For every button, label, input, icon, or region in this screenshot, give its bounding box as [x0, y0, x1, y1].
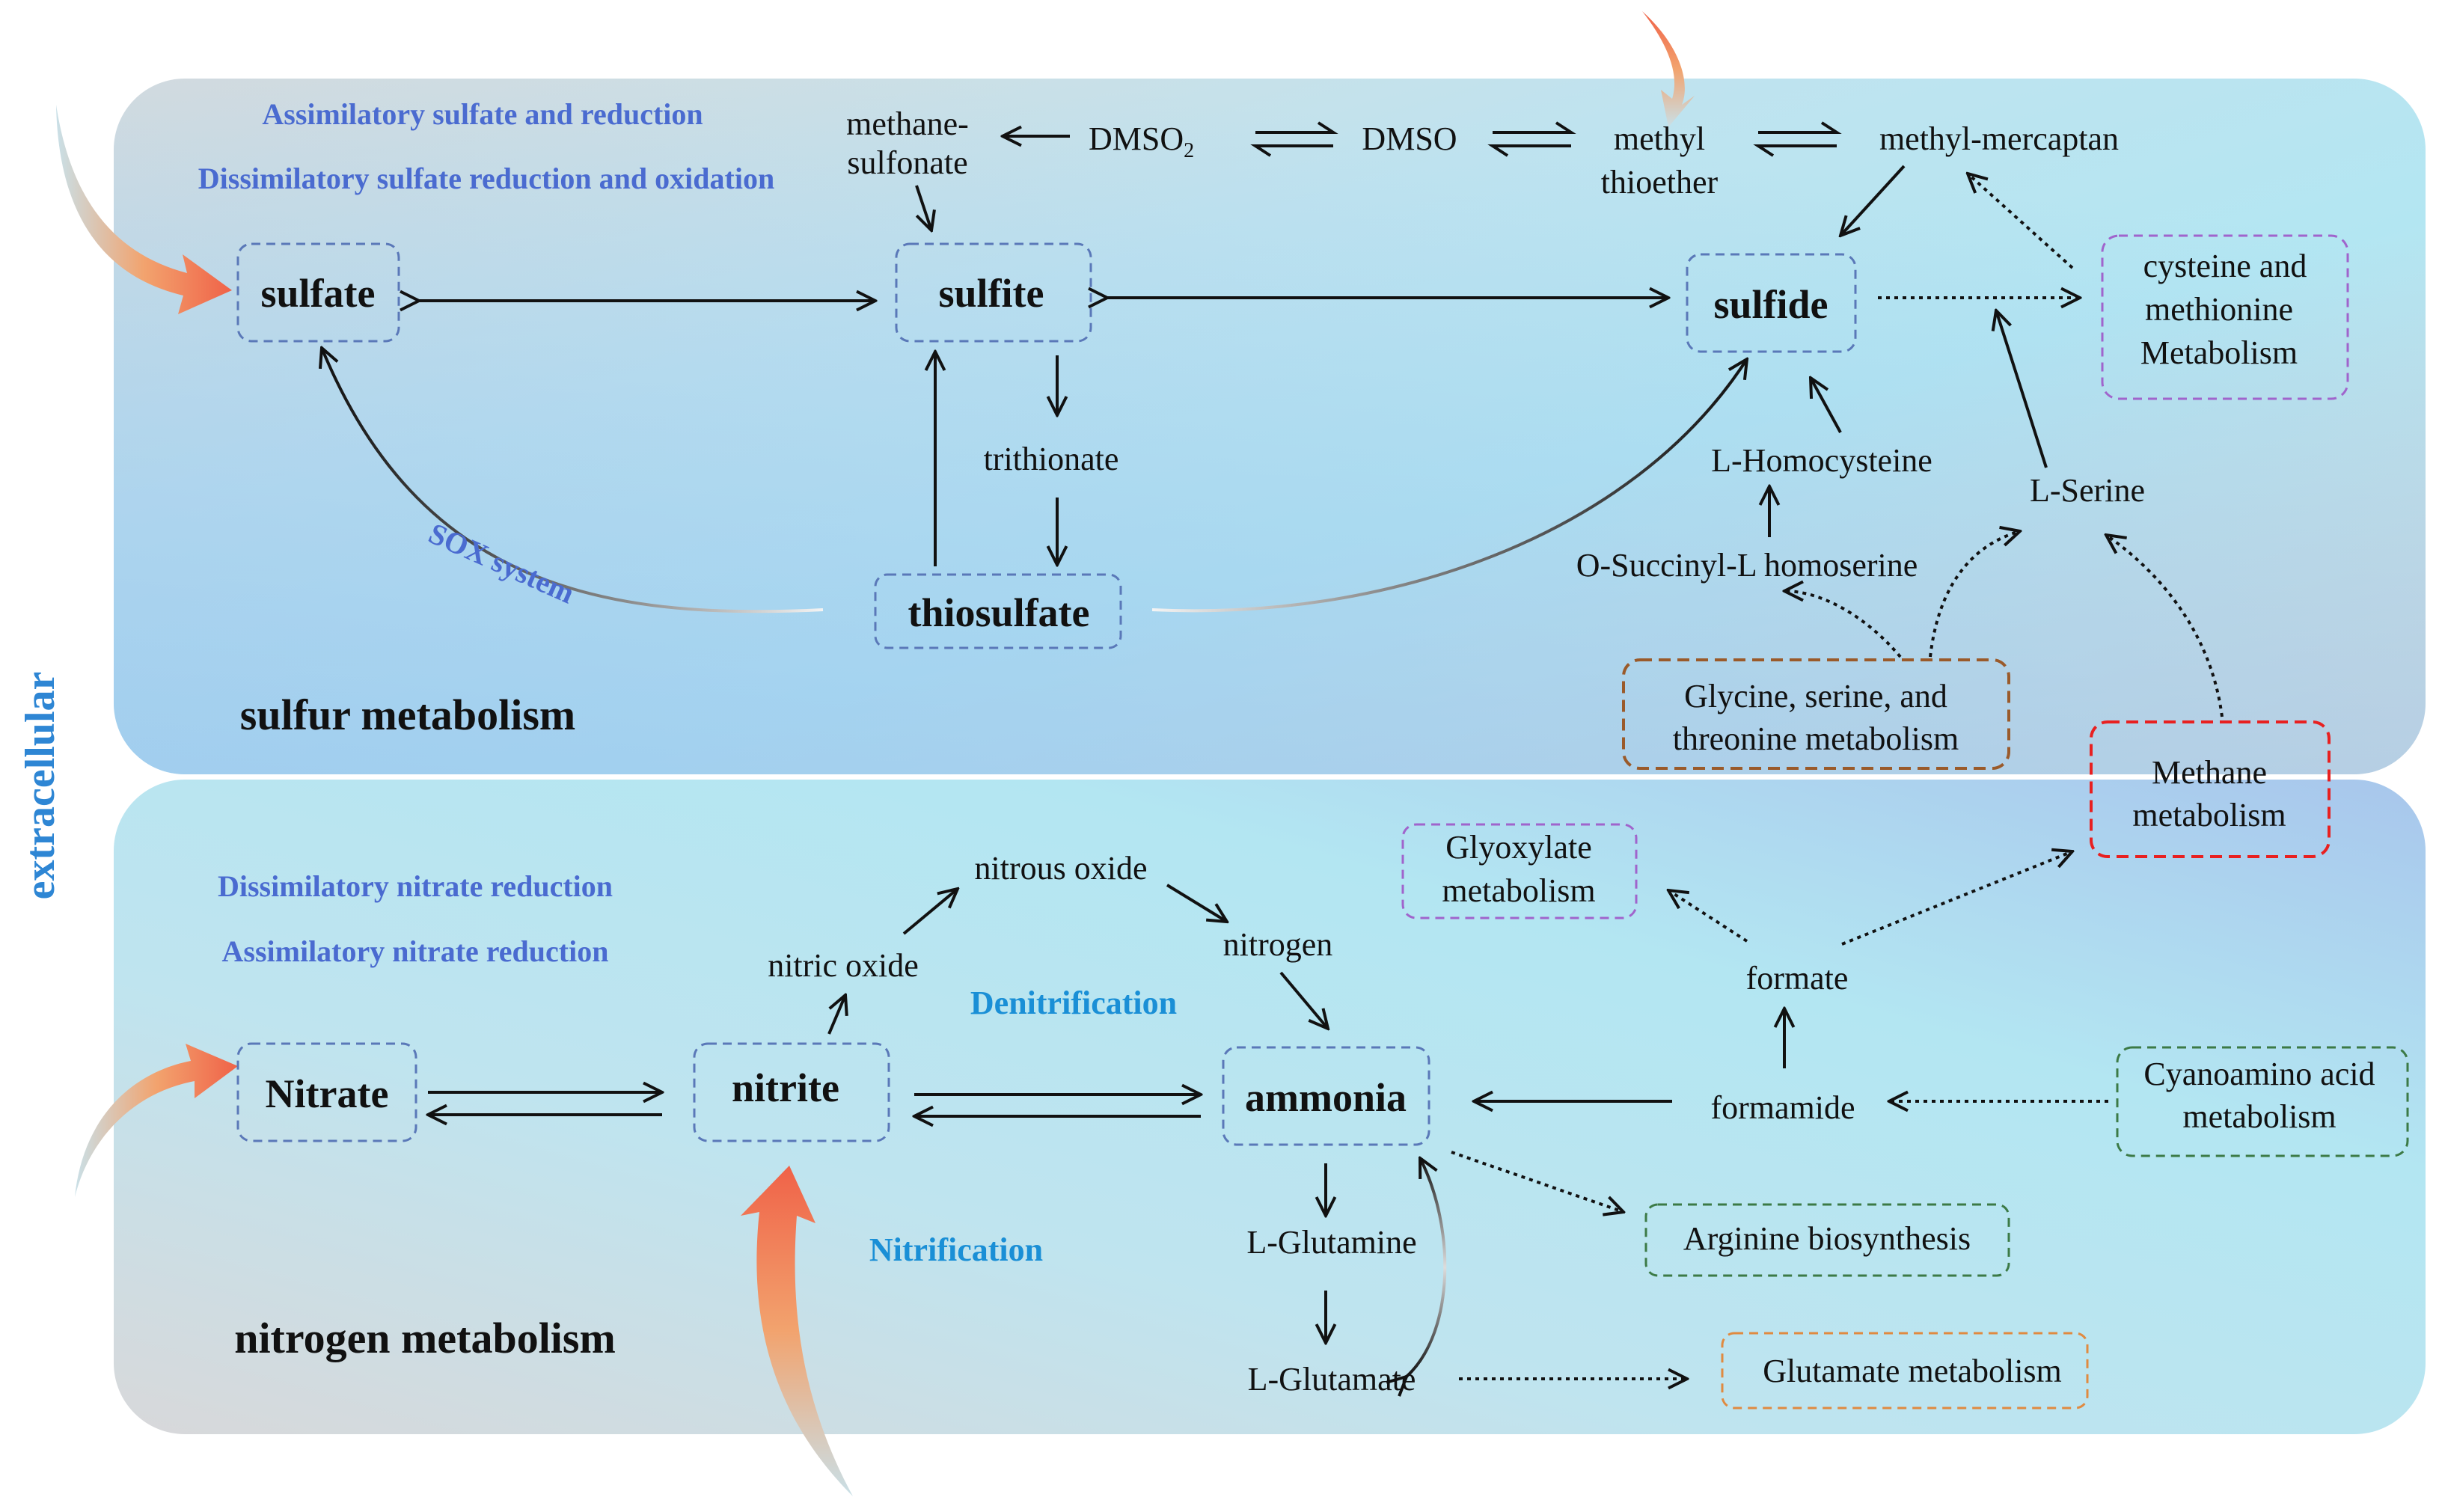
- sulfur-arrows: [419, 136, 2048, 566]
- nitrogen-section-title: nitrogen metabolism: [234, 1314, 616, 1362]
- denitrification-label: Denitrification: [970, 985, 1177, 1021]
- sulfur-panel: [114, 79, 2426, 774]
- thiosulfate-node: thiosulfate: [908, 590, 1090, 635]
- cysteine-methionine-line3: Metabolism: [2140, 334, 2298, 371]
- methane-metabolism-box: [2090, 720, 2331, 858]
- nitrification-label: Nitrification: [869, 1231, 1043, 1268]
- glycine-serine-threonine-box: [1622, 658, 2010, 770]
- cysteine-methionine-line2: methionine: [2145, 291, 2293, 328]
- dmso-node: DMSO: [1362, 120, 1457, 157]
- sulfate-box: [236, 242, 400, 343]
- methanesulfonate-node-line2: sulfonate: [847, 144, 967, 181]
- l-glutamate-node: L-Glutamate: [1248, 1361, 1416, 1398]
- methanesulfonate-node-line1: methane-: [846, 105, 969, 142]
- l-homocysteine-node: L-Homocysteine: [1711, 442, 1932, 479]
- formamide-node: formamide: [1710, 1089, 1855, 1126]
- nitrous-oxide-node: nitrous oxide: [975, 850, 1148, 887]
- cysteine-methionine-line1: cysteine and: [2143, 248, 2307, 284]
- arginine-biosynthesis-node: Arginine biosynthesis: [1683, 1220, 1971, 1257]
- nitrogen-panel: [114, 780, 2426, 1434]
- glutamate-metabolism-node: Glutamate metabolism: [1763, 1353, 2062, 1389]
- nitrite-box: [693, 1042, 890, 1142]
- sox-system-arrows: [322, 348, 1747, 613]
- o-succinyl-homoserine-node: O-Succinyl-L homoserine: [1576, 547, 1918, 584]
- dissimilatory-nitrate-label: Dissimilatory nitrate reduction: [218, 869, 613, 903]
- nitrate-node: Nitrate: [266, 1071, 389, 1116]
- l-glutamine-node: L-Glutamine: [1246, 1224, 1416, 1261]
- glycine-serine-threonine-line1: Glycine, serine, and: [1684, 678, 1947, 714]
- nitrate-box: [236, 1042, 417, 1142]
- equilibrium-arrows: [1250, 121, 1842, 157]
- thiosulfate-box: [874, 573, 1122, 649]
- sulfate-node: sulfate: [261, 271, 376, 316]
- cyanoamino-acid-box: [2116, 1046, 2409, 1157]
- nitrogen-arrows: [428, 884, 1784, 1343]
- glyoxylate-box: [1401, 823, 1638, 919]
- dissimilatory-sulfate-label: Dissimilatory sulfate reduction and oxid…: [198, 162, 774, 195]
- input-arrow-nitrate: [75, 1044, 238, 1197]
- glyoxylate-line1: Glyoxylate: [1445, 829, 1592, 866]
- input-arrow-sulfate: [56, 105, 232, 314]
- methane-metabolism-line2: metabolism: [2132, 797, 2286, 833]
- input-arrow-nitrite: [741, 1166, 853, 1496]
- trithionate-node: trithionate: [984, 441, 1119, 477]
- methyl-thioether-node-line1: methyl: [1614, 120, 1705, 157]
- sulfur-dotted-arrows: [1784, 174, 2224, 717]
- formate-node: formate: [1746, 960, 1849, 997]
- ammonia-box: [1222, 1046, 1430, 1146]
- assimilatory-nitrate-label: Assimilatory nitrate reduction: [222, 934, 609, 968]
- glycine-serine-threonine-line2: threonine metabolism: [1673, 720, 1959, 757]
- methyl-thioether-node-line2: thioether: [1601, 164, 1719, 201]
- arginine-biosynthesis-box: [1644, 1203, 2010, 1277]
- methane-metabolism-line1: Methane: [2152, 754, 2267, 791]
- sulfite-box: [895, 242, 1092, 343]
- sulfide-node: sulfide: [1713, 282, 1828, 327]
- cyanoamino-acid-line2: metabolism: [2182, 1098, 2336, 1135]
- dmso2-node: DMSO2: [1089, 120, 1194, 162]
- nitrogen-dotted-arrows: [1451, 851, 2108, 1379]
- cysteine-methionine-box: [2101, 234, 2349, 400]
- assimilatory-sulfate-label: Assimilatory sulfate and reduction: [262, 97, 703, 131]
- ammonia-node: ammonia: [1245, 1075, 1407, 1120]
- input-arrow-methyl-thioether: [1642, 11, 1695, 127]
- methyl-mercaptan-node: methyl-mercaptan: [1879, 120, 2119, 157]
- cyanoamino-acid-line1: Cyanoamino acid: [2143, 1056, 2375, 1092]
- glutamate-to-ammonia-arrow: [1407, 1158, 1447, 1377]
- glyoxylate-line2: metabolism: [1442, 872, 1595, 909]
- sulfide-box: [1686, 253, 1857, 353]
- nitric-oxide-node: nitric oxide: [768, 947, 919, 984]
- nitrogen-node: nitrogen: [1223, 926, 1333, 963]
- extracellular-label: extracellular: [17, 672, 64, 900]
- sulfite-node: sulfite: [939, 271, 1044, 316]
- l-serine-node: L-Serine: [2030, 472, 2145, 509]
- glutamate-metabolism-box: [1721, 1332, 2089, 1410]
- nitrite-node: nitrite: [732, 1065, 839, 1110]
- sulfur-section-title: sulfur metabolism: [240, 691, 575, 739]
